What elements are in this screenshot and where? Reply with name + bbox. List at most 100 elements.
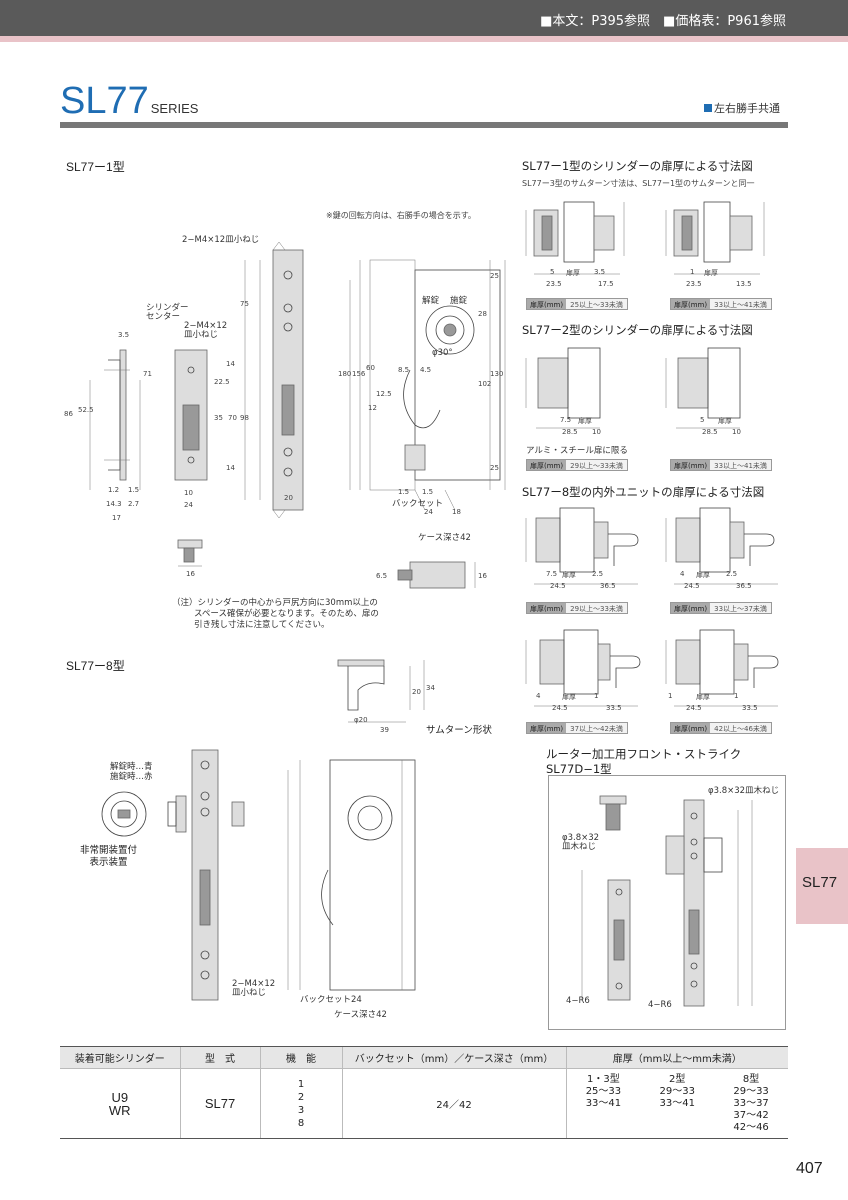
dim-label: 36.5 bbox=[600, 582, 616, 590]
dim-label: 1.5 bbox=[128, 486, 140, 494]
dim-label: 1 bbox=[690, 268, 695, 276]
dim-label: 扉厚 bbox=[566, 269, 580, 277]
label-case-depth-8: ケース深さ42 bbox=[334, 1010, 387, 1020]
dim-label: 23.5 bbox=[546, 280, 562, 288]
dim-label: 1.5 bbox=[398, 488, 410, 496]
dim-label: 25 bbox=[490, 272, 499, 280]
dim-label: 1 bbox=[594, 692, 599, 700]
alu-note: アルミ・スチール扉に限る bbox=[526, 446, 628, 456]
label-sejo: 施錠 bbox=[450, 296, 468, 306]
dim-label: 扉厚 bbox=[704, 269, 718, 277]
label-r6-b: 4−R6 bbox=[648, 1000, 672, 1010]
unit8-drawing-3 bbox=[525, 629, 641, 707]
emergency-indicator-drawing bbox=[101, 791, 187, 837]
dim-label: 12 bbox=[368, 404, 377, 412]
router-strike-drawing bbox=[581, 795, 753, 1007]
dim-label: 34 bbox=[426, 684, 435, 692]
dim-label: 20 bbox=[284, 494, 293, 502]
col-function: 機 能 bbox=[259, 1046, 342, 1069]
label-cyl-center: シリンダーセンター bbox=[146, 303, 189, 322]
router-heading: ルーター加工用フロント・ストライク bbox=[546, 747, 742, 761]
pink-rule bbox=[0, 36, 848, 42]
label-m4-top: 2−M4×12皿小ねじ bbox=[182, 235, 260, 245]
dim-label: 10 bbox=[184, 489, 193, 497]
side-tab: SL77 bbox=[796, 848, 848, 924]
bolt-detail-drawing bbox=[177, 539, 203, 567]
dim-label: 130 bbox=[490, 370, 504, 378]
dim-label: 扉厚 bbox=[562, 693, 576, 701]
thickness-chip: 扉厚(mm)33以上～41未満 bbox=[670, 298, 772, 310]
dim-label: 2.7 bbox=[128, 500, 140, 508]
dim-label: 35 bbox=[214, 414, 223, 422]
title-rule bbox=[60, 122, 788, 128]
dim-label: φ20 bbox=[354, 716, 368, 724]
lock-color-legend: 解錠時…青施錠時…赤 bbox=[110, 762, 153, 782]
dim-label: 8.5 bbox=[398, 366, 410, 374]
dim-label: 52.5 bbox=[78, 406, 94, 414]
dim-label: 4 bbox=[536, 692, 541, 700]
dim-label: 5 bbox=[700, 416, 705, 424]
spec-table: 装着可能シリンダー 型 式 機 能 バックセット（mm）／ケース深さ（mm） 扉… bbox=[60, 1046, 788, 1139]
dim-label: 1.5 bbox=[422, 488, 434, 496]
dim-label: 33.5 bbox=[742, 704, 758, 712]
thickness-chip: 扉厚(mm)33以上～41未満 bbox=[670, 459, 772, 471]
title-main: SL77 bbox=[60, 80, 149, 122]
label-backset: バックセット bbox=[392, 499, 444, 509]
cyl1-heading: SL77ー1型のシリンダーの扉厚による寸法図 bbox=[522, 159, 753, 173]
dim-label: 33.5 bbox=[606, 704, 622, 712]
router-frame bbox=[548, 775, 786, 1030]
dim-label: 4 bbox=[680, 570, 685, 578]
dim-label: 180 bbox=[338, 370, 352, 378]
cyl2-drawing-a bbox=[525, 347, 601, 429]
dim-label: 12.5 bbox=[376, 390, 392, 398]
thickness-chip: 扉厚(mm)37以上～42未満 bbox=[526, 722, 628, 734]
dim-label: 156 bbox=[352, 370, 366, 378]
cyl2-heading: SL77ー2型のシリンダーの扉厚による寸法図 bbox=[522, 323, 753, 337]
dim-label: 3.5 bbox=[594, 268, 606, 276]
dim-label: 75 bbox=[240, 300, 249, 308]
dim-label: 24.5 bbox=[550, 582, 566, 590]
dim-label: 39 bbox=[380, 726, 389, 734]
label-backset24: バックセット24 bbox=[300, 995, 362, 1005]
dim-label: 扉厚 bbox=[562, 571, 576, 579]
dim-label: 28.5 bbox=[562, 428, 578, 436]
dim-label: 10 bbox=[592, 428, 601, 436]
thumbturn-drawing bbox=[337, 659, 425, 723]
dim-label: 24.5 bbox=[552, 704, 568, 712]
dim-label: 1.2 bbox=[108, 486, 120, 494]
dim-label: 6.5 bbox=[376, 572, 388, 580]
dim-label: 2.5 bbox=[726, 570, 738, 578]
dim-label: 16 bbox=[186, 570, 195, 578]
dim-label: 7.5 bbox=[546, 570, 558, 578]
dim-label: 10 bbox=[732, 428, 741, 436]
reference-text: ■本文：P395参照 ■価格表：P961参照 bbox=[540, 14, 786, 29]
unit8-drawing-2 bbox=[665, 507, 778, 585]
dim-label: 16 bbox=[478, 572, 487, 580]
dim-label: 36.5 bbox=[736, 582, 752, 590]
dim-label: 14 bbox=[226, 360, 235, 368]
dim-label: 20 bbox=[412, 688, 421, 696]
col-cylinder: 装着可能シリンダー bbox=[60, 1046, 180, 1069]
thickness-chip: 扉厚(mm)29以上～33未満 bbox=[526, 602, 628, 614]
cyl8-heading: SL77ー8型の内外ユニットの扉厚による寸法図 bbox=[522, 485, 765, 499]
dim-label: 7.5 bbox=[560, 416, 572, 424]
dim-label: 扉厚 bbox=[696, 571, 710, 579]
section-sl77-8: SL77ー8型 bbox=[66, 659, 125, 673]
rotation-note: ※鍵の回転方向は、右勝手の場合を示す。 bbox=[326, 211, 476, 220]
deadbolt-drawing bbox=[397, 561, 476, 589]
thickness-chip: 扉厚(mm)33以上～37未満 bbox=[670, 602, 772, 614]
label-angle: φ30° bbox=[432, 348, 453, 358]
col-model: 型 式 bbox=[179, 1046, 260, 1069]
dim-label: 13.5 bbox=[736, 280, 752, 288]
cell-model: SL77 bbox=[179, 1068, 260, 1139]
dim-label: 28 bbox=[478, 310, 487, 318]
col-backset: バックセット（mm）／ケース深さ（mm） bbox=[341, 1046, 566, 1069]
col-thickness: 扉厚（mm以上～mm未満） bbox=[565, 1046, 788, 1069]
handing-note: 左右勝手共通 bbox=[704, 100, 780, 116]
dim-label: 86 bbox=[64, 410, 73, 418]
dim-label: 71 bbox=[143, 370, 152, 378]
